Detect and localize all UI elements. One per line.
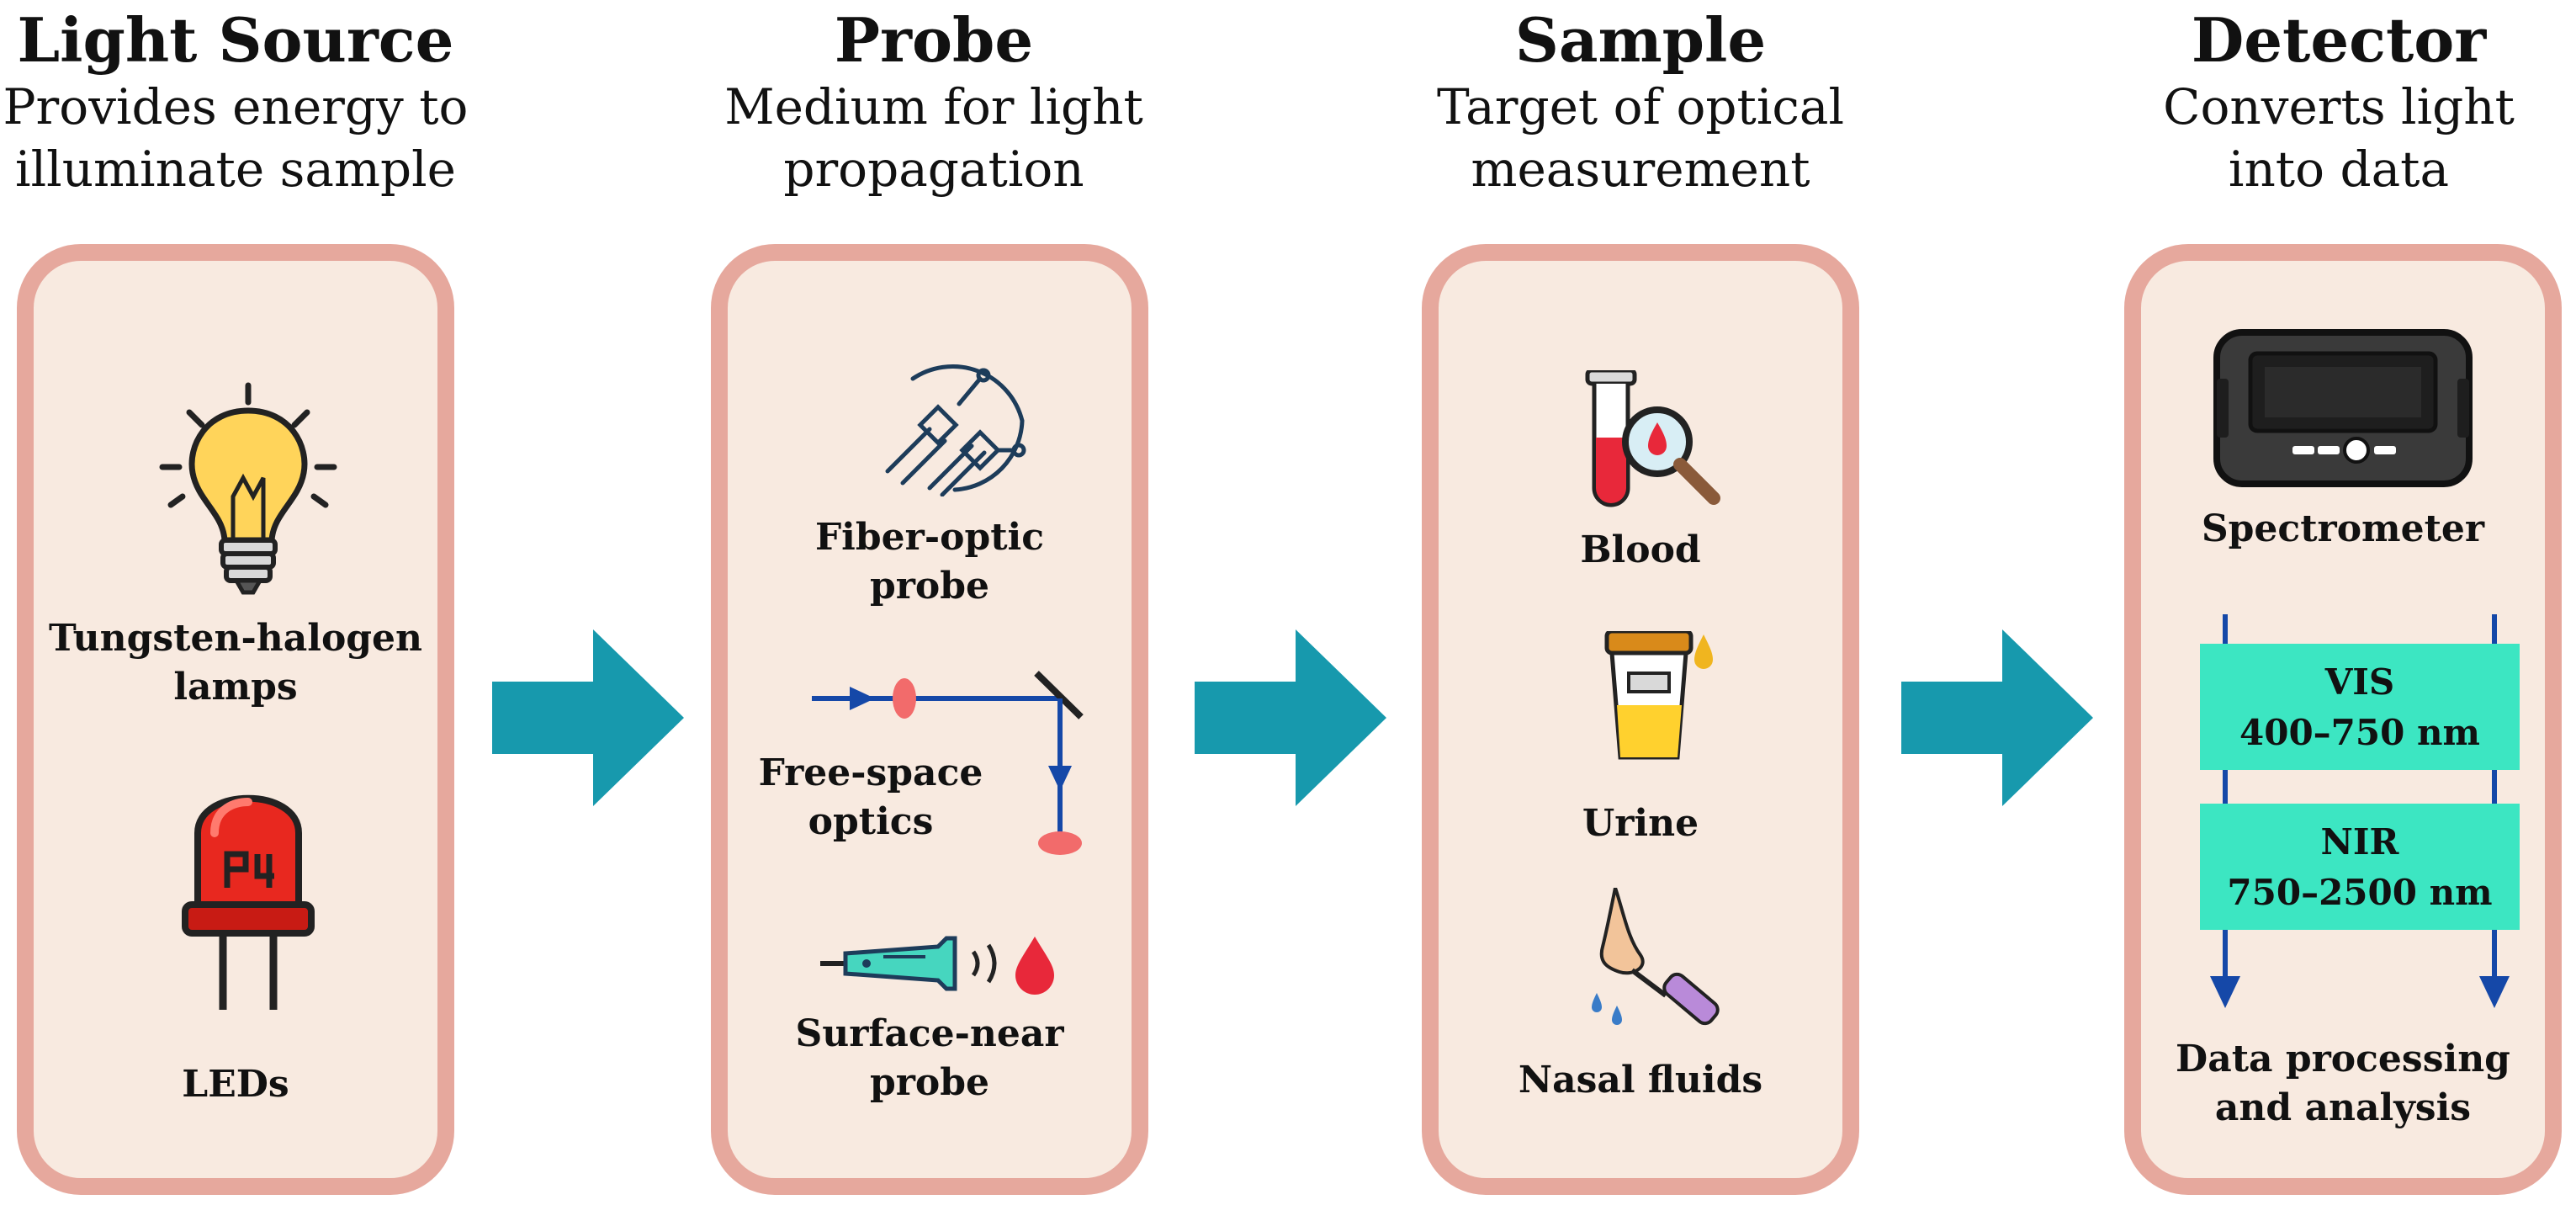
item-label-leds: LEDs bbox=[182, 1063, 289, 1106]
stage-description: into data bbox=[2228, 141, 2450, 198]
vis-band: VIS 400–750 nm bbox=[2200, 644, 2520, 770]
stage-detector: Detector Converts light into data bbox=[2103, 0, 2574, 199]
stage-description: illuminate sample bbox=[15, 141, 456, 198]
fiber-optic-icon bbox=[885, 364, 1026, 496]
panel-detector: Spectrometer VIS 400–750 nm NIR 750–2500… bbox=[2124, 244, 2562, 1195]
stage-description: Medium for light bbox=[724, 78, 1143, 135]
stage-sample: Sample Target of optical measurement bbox=[1388, 0, 1893, 199]
stage-probe: Probe Medium for light propagation bbox=[673, 0, 1195, 199]
blood-test-tube-icon bbox=[1585, 370, 1720, 507]
stage-title: Light Source bbox=[17, 4, 454, 76]
led-icon bbox=[182, 794, 315, 1010]
flow-arrow-icon bbox=[492, 629, 684, 806]
stage-title: Detector bbox=[2191, 4, 2487, 76]
spectrometer-icon bbox=[2213, 329, 2473, 487]
stage-title: Sample bbox=[1514, 4, 1767, 76]
spectrometer-label: Spectrometer bbox=[2201, 507, 2485, 550]
band-name: VIS bbox=[2324, 661, 2395, 703]
flow-arrow-icon bbox=[1901, 629, 2093, 806]
stage-light-source: Light Source Provides energy to illumina… bbox=[0, 0, 471, 199]
panel-sample: Blood Urine Nasal fluids bbox=[1422, 244, 1859, 1195]
urine-cup-icon bbox=[1604, 631, 1713, 760]
stage-title: Probe bbox=[834, 4, 1034, 76]
light-bulb-icon bbox=[159, 382, 337, 595]
stage-description: propagation bbox=[783, 141, 1084, 198]
stage-description: measurement bbox=[1471, 141, 1810, 198]
stage-description: Target of optical bbox=[1436, 78, 1845, 135]
item-label-nasal-fluids: Nasal fluids bbox=[1518, 1059, 1763, 1102]
surface-probe-icon bbox=[820, 936, 1054, 995]
free-space-optics-icon bbox=[812, 671, 1084, 855]
band-name: NIR bbox=[2320, 821, 2399, 863]
item-label-blood: Blood bbox=[1580, 528, 1701, 571]
band-range: 400–750 nm bbox=[2239, 712, 2480, 753]
nasal-spray-icon bbox=[1592, 888, 1720, 1026]
item-label-urine: Urine bbox=[1582, 802, 1699, 845]
flow-arrow-icon bbox=[1195, 629, 1386, 806]
stage-description: Provides energy to bbox=[3, 78, 469, 135]
band-range: 750–2500 nm bbox=[2227, 872, 2493, 913]
nir-band: NIR 750–2500 nm bbox=[2200, 804, 2520, 930]
stage-description: Converts light bbox=[2163, 78, 2515, 135]
